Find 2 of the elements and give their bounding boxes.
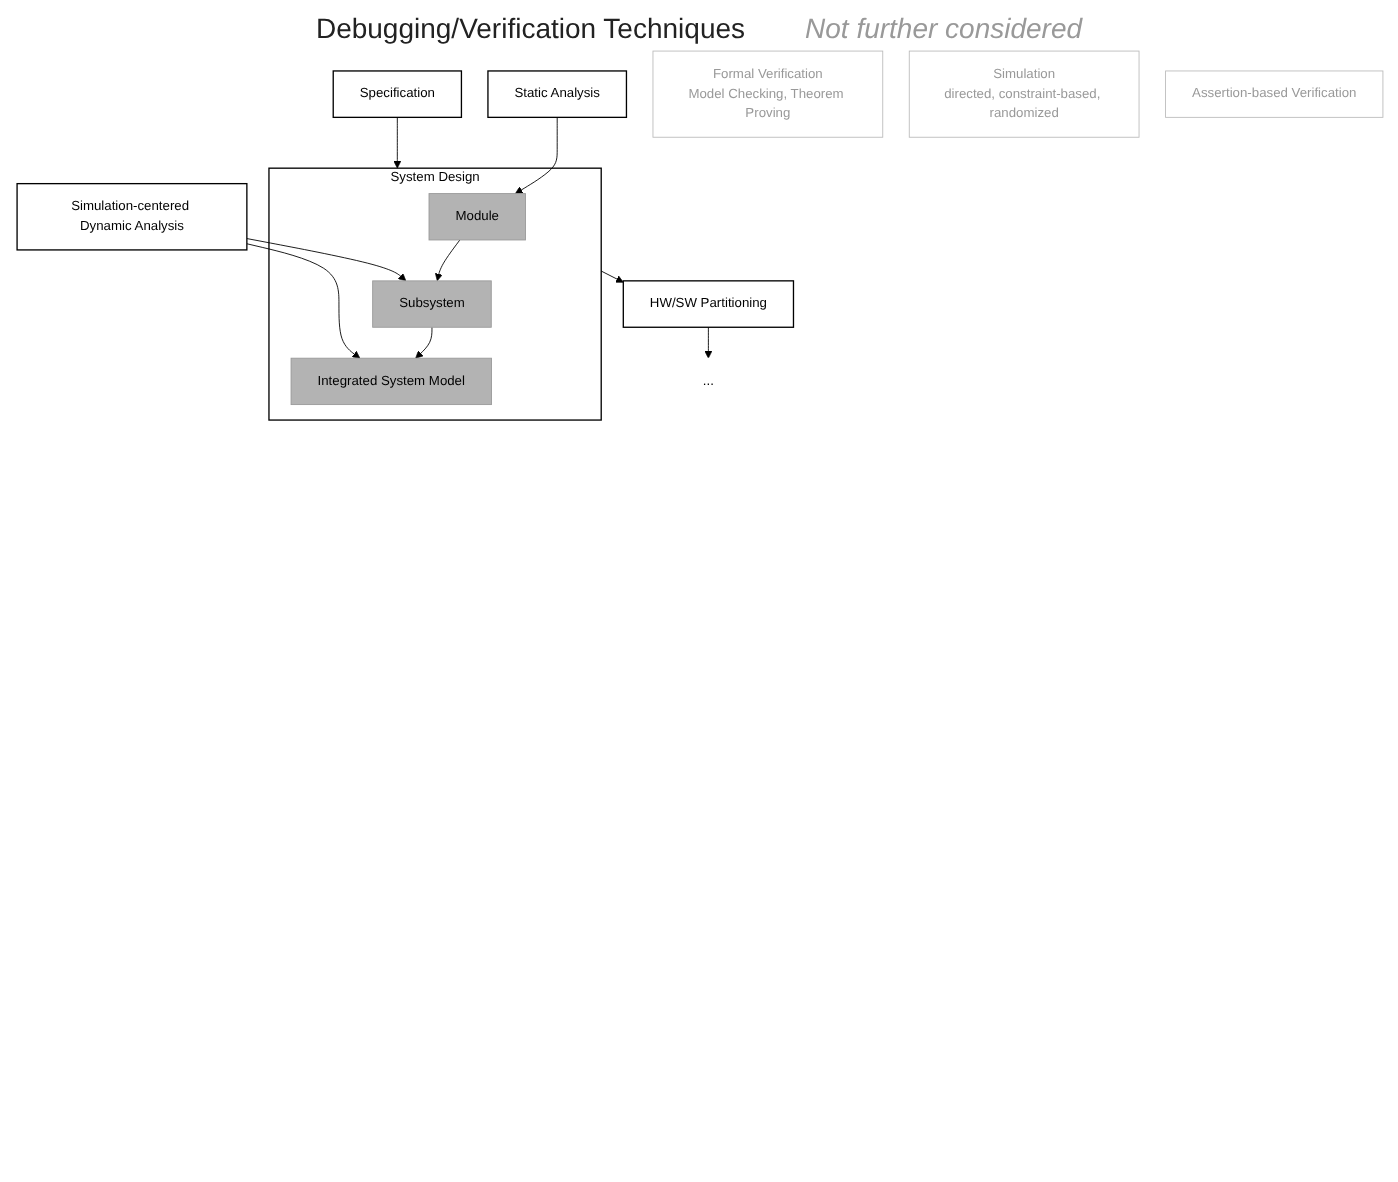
heading-label: Debugging/Verification Techniques (315, 12, 746, 44)
note-label: Not further considered (805, 12, 1083, 44)
